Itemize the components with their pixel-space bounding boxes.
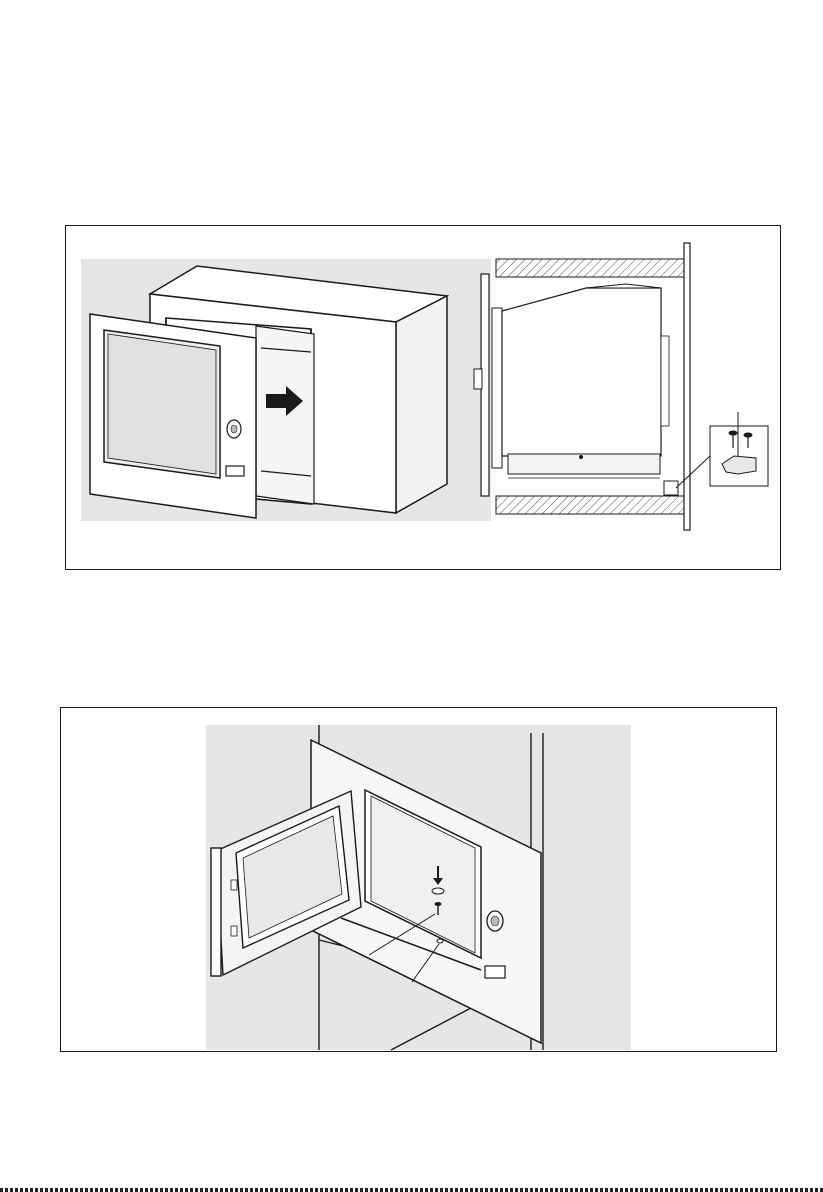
page-bottom-edge bbox=[0, 1188, 823, 1192]
figure-2-drawing bbox=[61, 708, 778, 1053]
microwave-body bbox=[256, 326, 314, 504]
control-knob-icon bbox=[487, 911, 503, 931]
door-release-button bbox=[226, 466, 244, 476]
door-release-button bbox=[485, 966, 505, 978]
cabinet-cross-section bbox=[474, 243, 690, 530]
installation-figure-2 bbox=[60, 707, 777, 1052]
microwave-front-frame bbox=[90, 314, 256, 518]
control-knob-icon bbox=[227, 420, 241, 438]
installation-figure-1 bbox=[65, 225, 781, 570]
figure-1-drawing bbox=[66, 226, 782, 571]
